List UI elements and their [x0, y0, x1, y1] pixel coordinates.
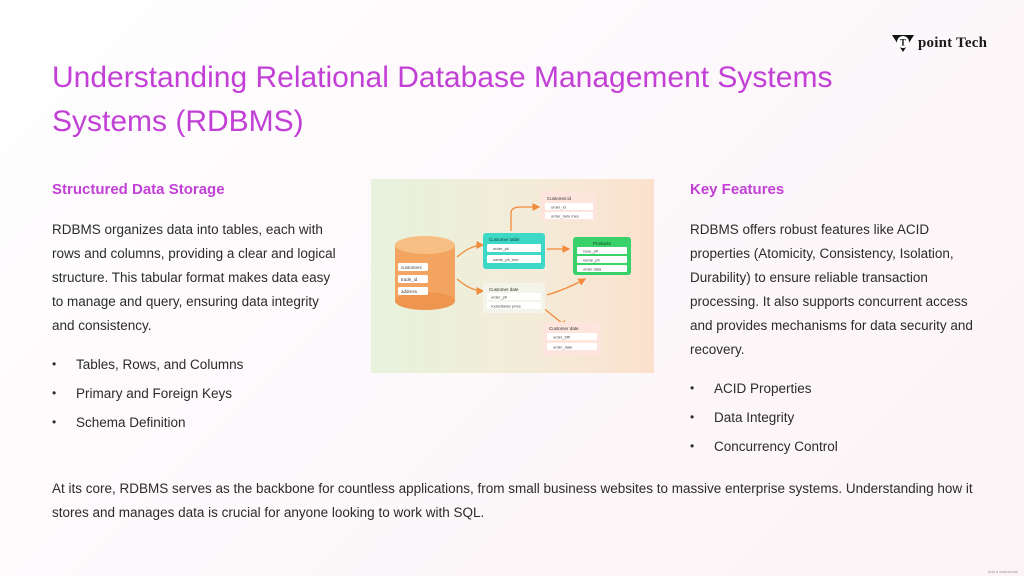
table-row: order_bffi: [553, 335, 570, 340]
footer-paragraph: At its core, RDBMS serves as the backbon…: [52, 481, 973, 520]
section-paragraph: RDBMS offers robust features like ACID p…: [690, 222, 973, 357]
bullet-item: Primary and Foreign Keys: [52, 379, 342, 408]
bullet-list: Tables, Rows, and Columns Primary and Fo…: [52, 350, 342, 437]
rdbms-diagram-image: customers trade_id address Customer.id o…: [371, 179, 654, 373]
key-features-section: Key Features RDBMS offers robust feature…: [690, 180, 990, 461]
database-icon: customers trade_id address: [395, 236, 455, 310]
table-row: roducitader price: [491, 304, 522, 309]
table-row: order_pk: [493, 246, 509, 251]
table-row: order_date: [553, 345, 573, 350]
table-row: order_helo mes: [551, 214, 579, 219]
table-row: name_pfi_tore: [493, 257, 519, 262]
table-row: order data: [583, 267, 602, 272]
table-title: Customer date: [489, 287, 519, 292]
db-row-label: customers: [401, 265, 423, 270]
table-row: name_pfi: [583, 258, 600, 263]
db-row-label: trade_id: [401, 277, 418, 282]
table-customer-date-2: Customer date order_bffi order_date: [543, 322, 601, 356]
watermark-text: Add a watermark: [987, 569, 1018, 574]
bullet-item: Tables, Rows, and Columns: [52, 350, 342, 379]
rdbms-diagram: customers trade_id address Customer.id o…: [395, 191, 631, 356]
bullet-item: Schema Definition: [52, 408, 342, 437]
bullet-item: ACID Properties: [690, 374, 990, 403]
bullet-item: Data Integrity: [690, 403, 990, 432]
db-row-label: address: [401, 289, 418, 294]
table-customer-id: Customer.id order_id order_helo mes: [541, 191, 597, 221]
brand-name: point Tech: [918, 34, 988, 51]
page-title: Understanding Relational Database Manage…: [52, 61, 833, 138]
table-row: cose_pfi: [583, 249, 598, 254]
structured-storage-section: Structured Data Storage RDBMS organizes …: [52, 180, 342, 437]
table-title: Customer table: [489, 237, 520, 242]
table-customer-date: Customer date order_pfi roducitader pric…: [483, 283, 545, 313]
table-row: order_id: [551, 205, 566, 210]
bullet-list: ACID Properties Data Integrity Concurren…: [690, 374, 990, 461]
brand-logo: T point Tech: [891, 33, 987, 53]
table-title: Customer date: [549, 326, 579, 331]
section-heading: Structured Data Storage: [52, 181, 225, 198]
table-title: Customer.id: [547, 196, 572, 201]
table-title: Products: [593, 241, 612, 246]
table-row: order_pfi: [491, 295, 507, 300]
brand-mark-letter: T: [900, 38, 906, 48]
section-heading: Key Features: [690, 181, 785, 198]
bullet-item: Concurrency Control: [690, 432, 990, 461]
brand-mark-icon: T: [892, 35, 914, 52]
table-products: Products cose_pfi name_pfi order data: [573, 237, 631, 275]
section-paragraph: RDBMS organizes data into tables, each w…: [52, 222, 336, 333]
table-customer: Customer table order_pk name_pfi_tore: [483, 233, 545, 269]
